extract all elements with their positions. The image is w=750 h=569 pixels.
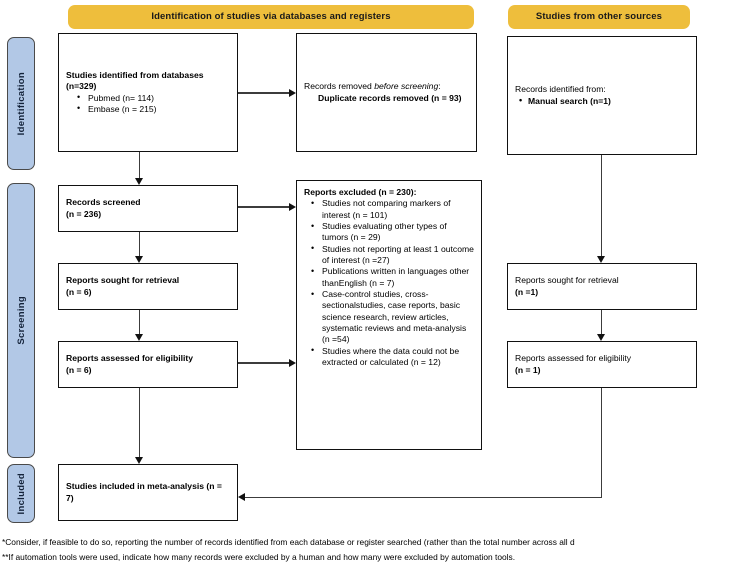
arrowhead-screened-to-excluded bbox=[289, 202, 296, 211]
list-item: Case-control studies, cross-sectionalstu… bbox=[311, 289, 474, 346]
list-item: Studies not comparing markers of interes… bbox=[311, 198, 474, 221]
stage-tab-identification: Identification bbox=[7, 37, 35, 170]
box-studies-identified-databases: Studies identified from databases (n=329… bbox=[58, 33, 238, 152]
stage-identification-label: Identification bbox=[15, 71, 27, 136]
connector-assessed-to-included bbox=[138, 388, 140, 457]
connector-identified-to-screened bbox=[138, 152, 140, 178]
connector-screened-to-sought bbox=[138, 232, 140, 256]
other-identified-title: Records identified from: bbox=[515, 84, 606, 95]
list-item: Studies not reporting at least 1 outcome… bbox=[311, 243, 474, 267]
box-studies-included: Studies included in meta-analysis (n = 7… bbox=[58, 464, 238, 521]
removed-line1: Records removed before screening: bbox=[304, 81, 441, 92]
header-databases-registers: Identification of studies via databases … bbox=[68, 5, 474, 29]
sought-line1: Reports sought for retrieval bbox=[66, 275, 180, 286]
arrowhead-to-assessed bbox=[134, 334, 143, 341]
screened-line1: Records screened bbox=[66, 197, 141, 208]
screened-line2: (n = 236) bbox=[66, 208, 102, 219]
box-other-reports-assessed: Reports assessed for eligibility (n = 1) bbox=[507, 341, 697, 388]
arrowhead-to-sought bbox=[134, 256, 143, 263]
connector-assessed-to-excluded bbox=[238, 362, 289, 364]
removed-duplicates: Duplicate records removed (n = 93) bbox=[318, 92, 462, 103]
other-sought-line2: (n =1) bbox=[515, 286, 539, 297]
stage-tab-included: Included bbox=[7, 464, 35, 523]
list-item: Embase (n = 215) bbox=[77, 103, 230, 115]
arrowhead-assessed-to-excluded bbox=[289, 358, 296, 367]
box-reports-excluded: Reports excluded (n = 230): Studies not … bbox=[296, 180, 482, 450]
connector-other-sought-to-assessed bbox=[600, 310, 602, 334]
connector-other-assessed-down bbox=[600, 388, 602, 498]
box-reports-sought-retrieval: Reports sought for retrieval (n = 6) bbox=[58, 263, 238, 310]
arrowhead-to-screened bbox=[134, 178, 143, 185]
list-item: Studies where the data could not be extr… bbox=[311, 345, 474, 369]
other-assessed-line2: (n = 1) bbox=[515, 364, 541, 375]
header-other-sources-label: Studies from other sources bbox=[535, 10, 663, 22]
box-records-identified-other: Records identified from: Manual search (… bbox=[507, 36, 697, 155]
assessed-line1: Reports assessed for eligibility bbox=[66, 353, 194, 364]
other-sought-line1: Reports sought for retrieval bbox=[515, 275, 619, 286]
list-item: Publications written in languages other … bbox=[311, 266, 474, 289]
included-line1: Studies included in meta-analysis (n = 7… bbox=[66, 481, 222, 503]
header-databases-label: Identification of studies via databases … bbox=[151, 10, 391, 22]
other-assessed-line1: Reports assessed for eligibility bbox=[515, 353, 632, 364]
footnote-automation: **If automation tools were used, indicat… bbox=[2, 552, 516, 562]
connector-screened-to-excluded bbox=[238, 206, 289, 208]
list-item: Manual search (n=1) bbox=[519, 95, 689, 107]
arrowhead-other-to-sought bbox=[596, 256, 605, 263]
stage-included-label: Included bbox=[15, 472, 27, 515]
header-other-sources: Studies from other sources bbox=[508, 5, 690, 29]
list-item: Pubmed (n= 114) bbox=[77, 92, 230, 104]
box-records-screened: Records screened (n = 236) bbox=[58, 185, 238, 232]
connector-identified-to-removed bbox=[238, 92, 289, 94]
other-identified-list: Manual search (n=1) bbox=[515, 95, 689, 107]
connector-other-identified-to-sought bbox=[600, 155, 602, 256]
footnote-consider: *Consider, if feasible to do so, reporti… bbox=[2, 537, 575, 547]
identified-title: Studies identified from databases (n=329… bbox=[66, 69, 204, 92]
connector-sought-to-assessed bbox=[138, 310, 140, 334]
arrowhead-to-included bbox=[134, 457, 143, 464]
box-reports-assessed-eligibility: Reports assessed for eligibility (n = 6) bbox=[58, 341, 238, 388]
arrowhead-to-removed bbox=[289, 88, 296, 97]
box-records-removed: Records removed before screening: Duplic… bbox=[296, 33, 477, 152]
identified-source-list: Pubmed (n= 114) Embase (n = 215) bbox=[66, 92, 230, 116]
arrowhead-other-to-assessed bbox=[596, 334, 605, 341]
assessed-line2: (n = 6) bbox=[66, 364, 92, 375]
stage-screening-label: Screening bbox=[15, 296, 27, 345]
list-item: Studies evaluating other types of tumors… bbox=[311, 221, 474, 244]
connector-other-assessed-to-included bbox=[245, 496, 601, 498]
excluded-title: Reports excluded (n = 230): bbox=[304, 187, 417, 197]
stage-tab-screening: Screening bbox=[7, 183, 35, 458]
excluded-reason-list: Studies not comparing markers of interes… bbox=[304, 198, 474, 368]
arrowhead-other-to-included bbox=[238, 493, 245, 501]
sought-line2: (n = 6) bbox=[66, 286, 92, 297]
box-other-reports-sought: Reports sought for retrieval (n =1) bbox=[507, 263, 697, 310]
